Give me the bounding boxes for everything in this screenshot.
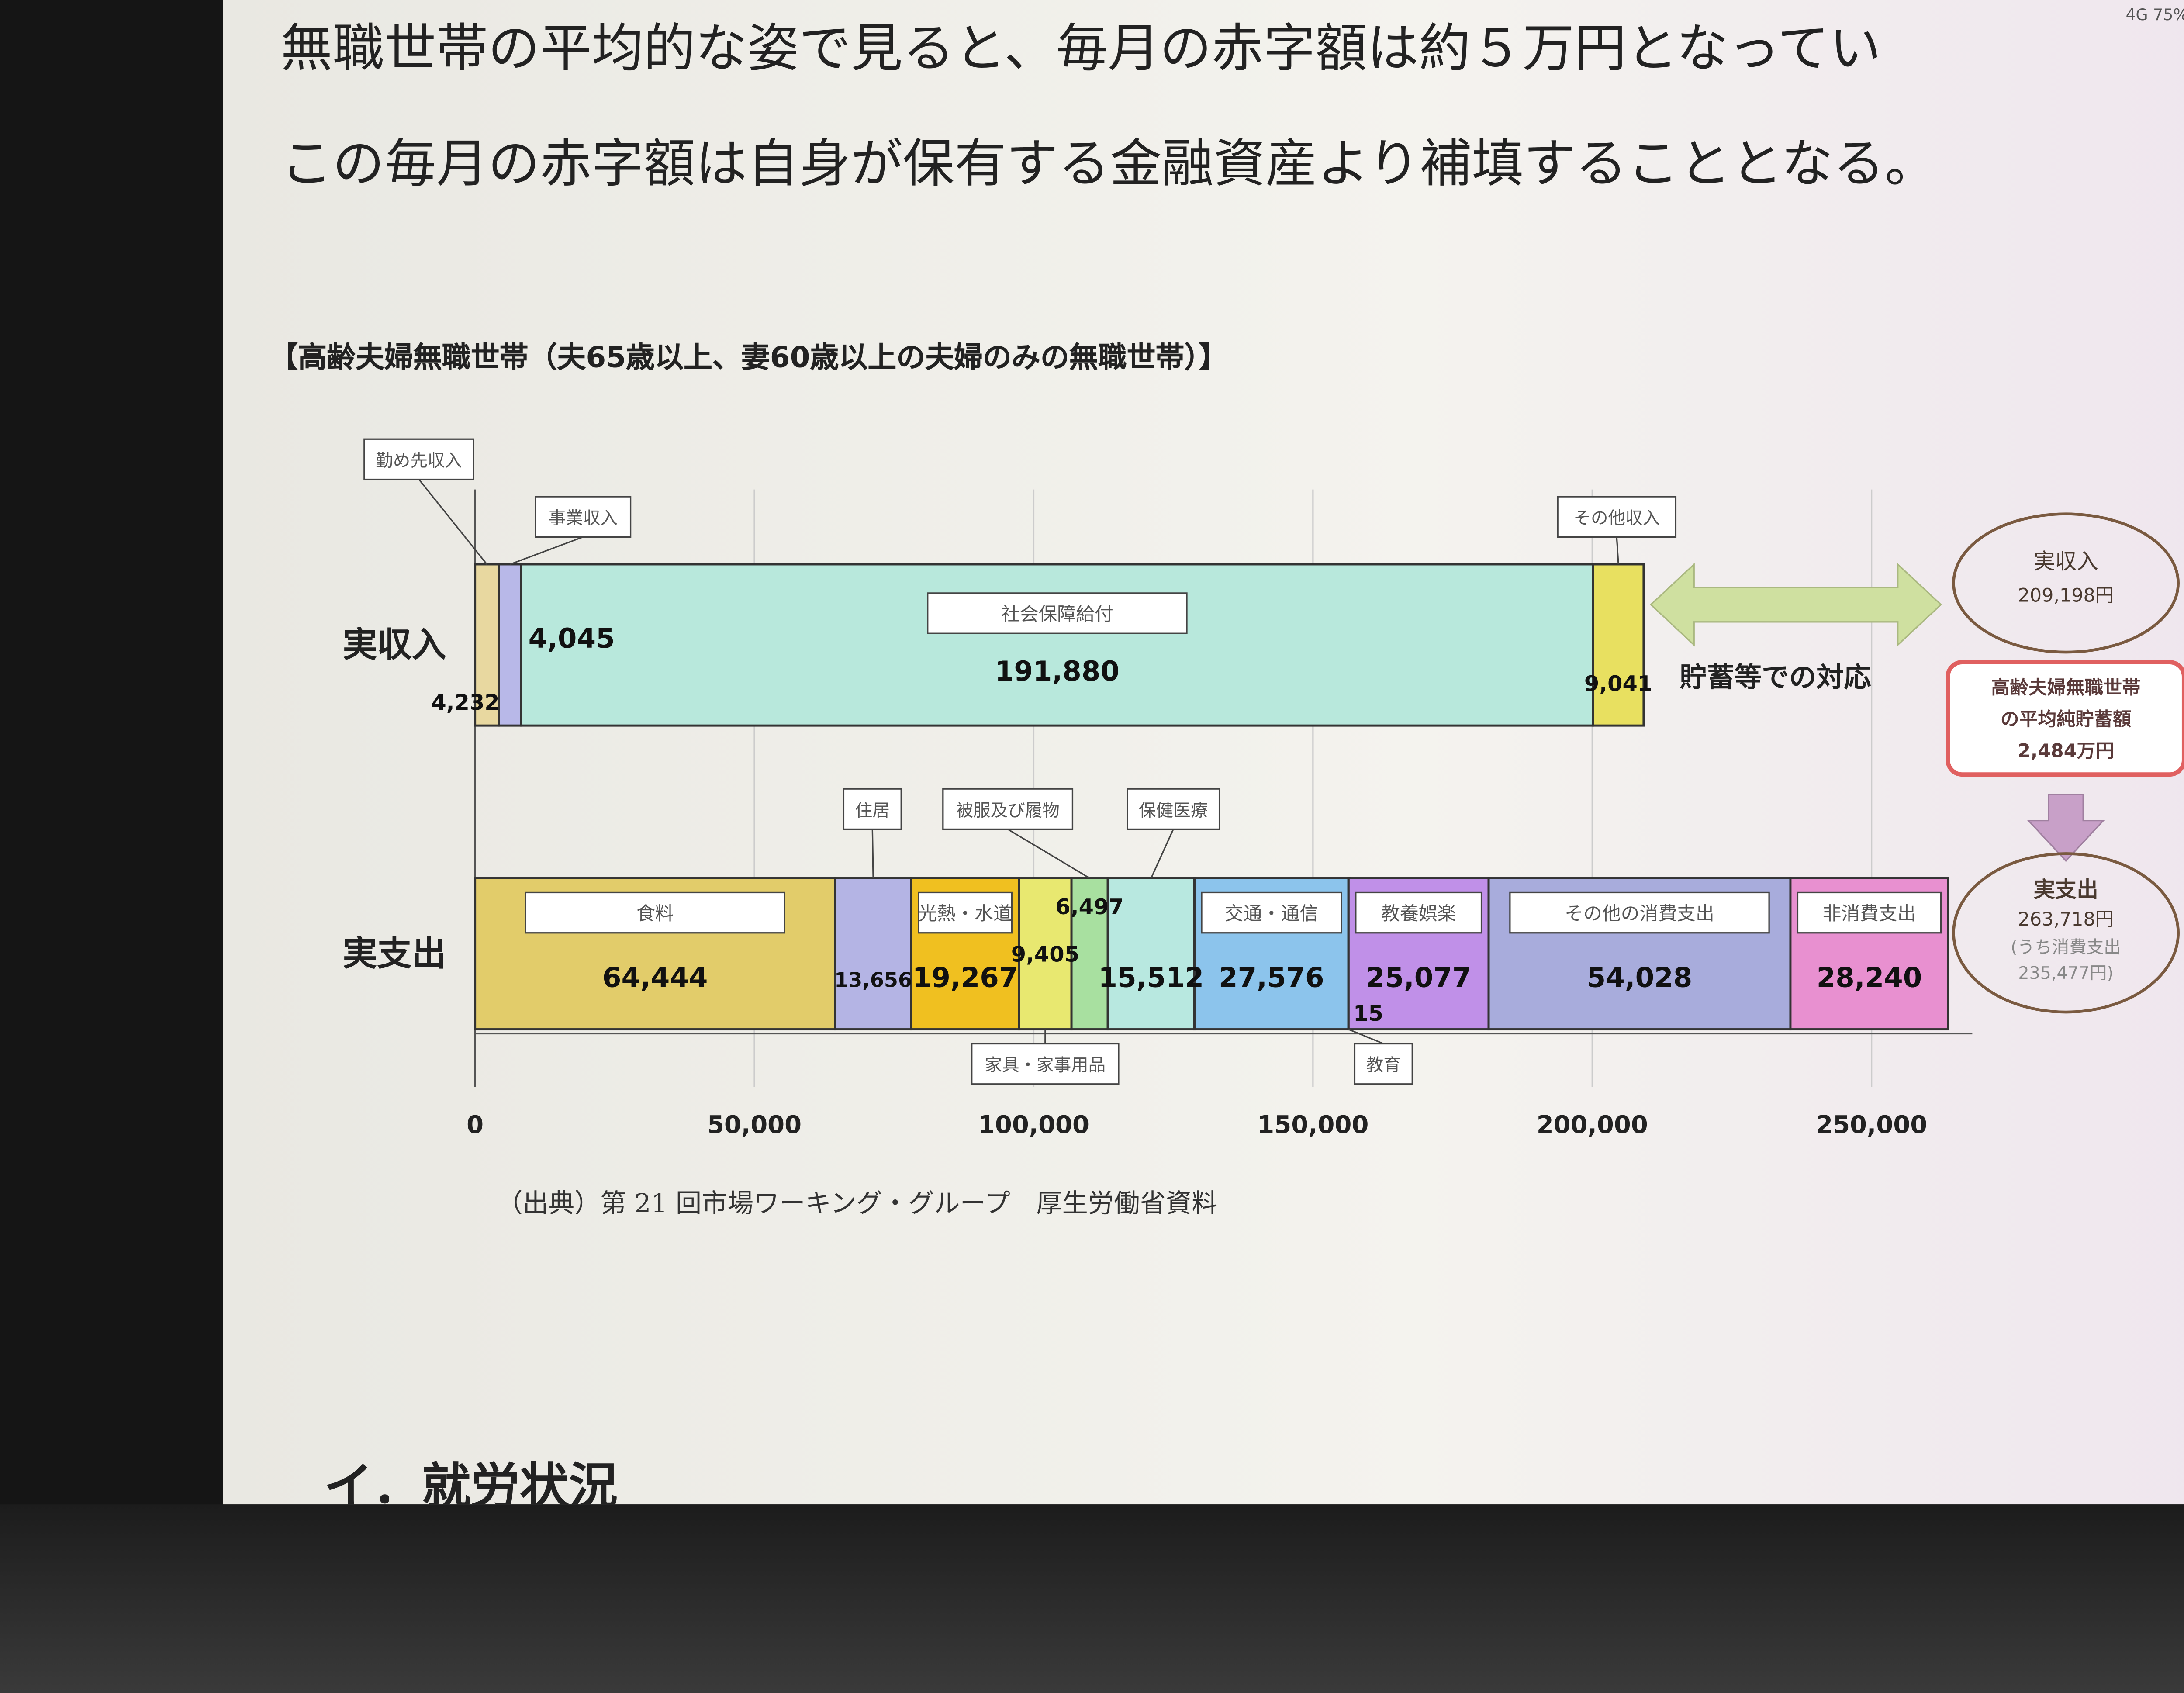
segment-name-box — [971, 1043, 1120, 1085]
tablet-bezel — [0, 1504, 2184, 1693]
segment-name-box — [1201, 891, 1342, 934]
segment-name: 保健医療 — [1139, 801, 1208, 821]
segment-name-box — [1797, 891, 1942, 934]
x-tick-label: 200,000 — [1537, 1111, 1648, 1139]
segment-name: 光熱・水道 — [919, 903, 1012, 925]
battery: 75% — [2153, 6, 2184, 25]
segment-name-box — [918, 891, 1013, 934]
source-note: （出典）第 21 回市場ワーキング・グループ 厚生労働省資料 — [497, 1189, 1218, 1220]
bar-segment-expense — [834, 877, 912, 1031]
bar-segment-income — [498, 563, 522, 727]
segment-name-box — [927, 592, 1188, 634]
segment-name: 家具・家事用品 — [985, 1055, 1106, 1075]
income-total-ellipse — [1952, 512, 2180, 654]
data-label: 9,041 — [1584, 671, 1652, 696]
x-tick-label: 250,000 — [1816, 1111, 1927, 1139]
expense-sub-label: (うち消費支出 — [2011, 937, 2121, 957]
data-label: 25,077 — [1366, 962, 1472, 994]
savings-text: 高齢夫婦無職世帯 — [1991, 677, 2141, 699]
text-line-1: 無職世帯の平均的な姿で見ると、毎月の赤字額は約５万円となってい — [280, 20, 1881, 79]
segment-name: その他の消費支出 — [1565, 903, 1714, 925]
callout-line — [1348, 1029, 1384, 1045]
data-label: 6,497 — [1055, 894, 1123, 919]
bar-segment-income — [474, 563, 500, 727]
data-label: 4,232 — [431, 690, 499, 715]
segment-name: 教育 — [1366, 1055, 1401, 1075]
income-total-value: 209,198円 — [2018, 585, 2114, 607]
expense-total-title: 実支出 — [2033, 877, 2098, 902]
text-line-2: この毎月の赤字額は自身が保有する金融資産より補填することとなる。 — [280, 135, 1937, 194]
tablet-screen: 4G 75% 無職世帯の平均的な姿で見ると、毎月の赤字額は約５万円となってい こ… — [223, 0, 2184, 1505]
down-arrow-icon — [2027, 794, 2105, 862]
segment-name: 交通・通信 — [1225, 903, 1318, 925]
category-label: 実支出 — [342, 933, 446, 974]
data-label: 15 — [1353, 1001, 1383, 1026]
segment-name-box — [1557, 496, 1677, 538]
segment-name-box — [1355, 891, 1482, 934]
segment-name: 被服及び履物 — [956, 801, 1059, 821]
x-tick-label: 150,000 — [1257, 1111, 1368, 1139]
callout-line — [1616, 537, 1619, 565]
data-label: 19,267 — [912, 962, 1018, 994]
segment-name: 勤め先収入 — [376, 451, 462, 471]
savings-text: 2,484万円 — [2018, 740, 2114, 762]
expense-total-ellipse — [1952, 852, 2180, 1014]
data-label: 4,045 — [529, 622, 615, 654]
callout-line — [871, 829, 874, 878]
x-tick-label: 0 — [467, 1111, 484, 1139]
segment-name: 社会保障給付 — [1001, 604, 1113, 625]
callout-line — [1150, 829, 1174, 879]
callout-line — [510, 536, 584, 565]
chart-title: 【高齢夫婦無職世帯（夫65歳以上、妻60歳以上の夫婦のみの無職世帯）】 — [269, 339, 1228, 374]
data-label: 15,512 — [1099, 962, 1204, 994]
bar-segment-expense — [1106, 877, 1196, 1031]
data-label: 27,576 — [1219, 962, 1324, 994]
segment-name: 非消費支出 — [1822, 903, 1916, 925]
chart: 0 50,000 100,000 150,000 200,000 250,000 実収入実支… — [342, 438, 2184, 1139]
segment-name: その他収入 — [1573, 508, 1660, 529]
data-label: 28,240 — [1817, 962, 1922, 994]
section-heading: イ．就労状況 — [324, 1458, 618, 1505]
data-label: 9,405 — [1011, 942, 1079, 967]
segment-name-box — [1509, 891, 1770, 934]
savings-text: の平均純貯蓄額 — [2001, 708, 2132, 730]
x-tick-label: 100,000 — [978, 1111, 1089, 1139]
segment-name-box — [1127, 788, 1220, 830]
status-bar: 4G 75% — [2125, 6, 2184, 24]
segment-name: 教養娯楽 — [1381, 903, 1456, 925]
segment-name-box — [535, 496, 632, 538]
segment-name: 住居 — [855, 801, 890, 821]
callout-line — [418, 479, 487, 565]
data-label: 64,444 — [602, 962, 708, 994]
expense-total-value: 263,718円 — [2018, 909, 2114, 930]
segment-name: 事業収入 — [549, 508, 618, 529]
signal: 4G — [2125, 6, 2148, 25]
segment-name-box — [1354, 1043, 1413, 1085]
gap-label: 貯蓄等での対応 — [1679, 661, 1871, 693]
segment-name-box — [525, 891, 785, 934]
x-tick-label: 50,000 — [707, 1111, 802, 1139]
bar-segment-expense — [1070, 877, 1109, 1031]
bar-segment-income — [1592, 563, 1645, 727]
expense-sub-value: 235,477円) — [2018, 963, 2114, 983]
income-total-title: 実収入 — [2033, 549, 2098, 574]
callout-line — [1007, 829, 1090, 879]
category-label: 実収入 — [342, 625, 446, 665]
segment-name-box — [843, 788, 902, 830]
data-label: 191,880 — [995, 655, 1120, 687]
bar-segment-income — [520, 563, 1594, 727]
segment-name-box — [942, 788, 1074, 830]
data-label: 54,028 — [1587, 962, 1693, 994]
double-arrow-icon — [1649, 563, 1942, 647]
data-label: 13,656 — [834, 968, 912, 992]
segment-name: 食料 — [636, 903, 674, 925]
